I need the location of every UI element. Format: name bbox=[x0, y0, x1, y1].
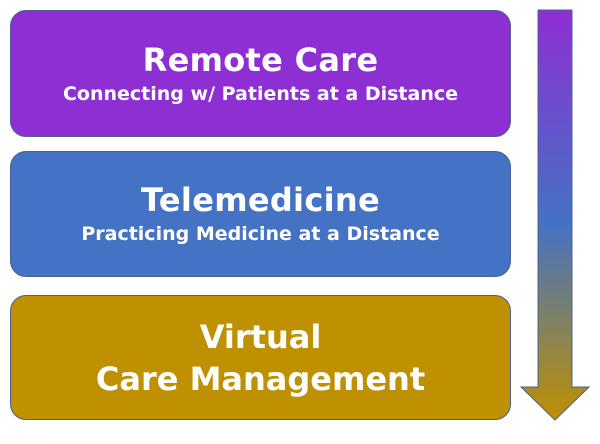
layer-subtitle: Connecting w/ Patients at a Distance bbox=[62, 82, 459, 105]
layer-subtitle: Practicing Medicine at a Distance bbox=[81, 223, 440, 245]
down-arrow-icon bbox=[520, 9, 590, 421]
layer-remote-care: Remote Care Connecting w/ Patients at a … bbox=[10, 10, 511, 137]
layer-title: Remote Care bbox=[142, 40, 379, 79]
layer-title: Telemedicine bbox=[141, 181, 380, 219]
layer-telemedicine: Telemedicine Practicing Medicine at a Di… bbox=[10, 151, 511, 277]
layer-title-line-1: Virtual bbox=[199, 317, 322, 356]
layer-virtual-care-management: Virtual Care Management bbox=[10, 295, 511, 420]
layer-title-line-2: Care Management bbox=[95, 359, 426, 398]
